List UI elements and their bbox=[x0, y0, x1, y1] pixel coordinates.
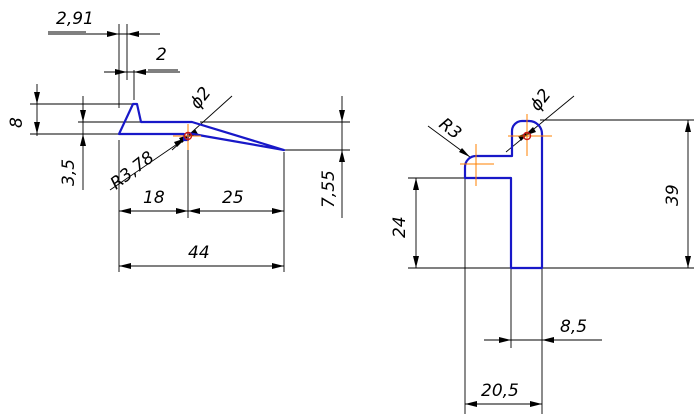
right-detail: 24 39 8,5 20,5 R3 bbox=[390, 85, 694, 414]
dim-39-label: 39 bbox=[663, 184, 683, 206]
dim-24: 24 bbox=[390, 178, 419, 268]
left-hole bbox=[173, 124, 201, 150]
dim-8-5-label: 8,5 bbox=[560, 317, 587, 337]
left-extension-lines bbox=[30, 24, 350, 272]
dim-r3: R3 bbox=[427, 114, 471, 158]
left-hole-circle bbox=[183, 131, 193, 141]
dim-7-55: 7,55 bbox=[319, 96, 345, 218]
dim-3-5: 3,5 bbox=[59, 96, 86, 190]
dim-24-label: 24 bbox=[390, 216, 410, 238]
dim-3-5-label: 3,5 bbox=[59, 159, 79, 186]
right-centers bbox=[460, 114, 552, 186]
right-extension-lines bbox=[408, 119, 694, 414]
left-detail: 2,91 2 8 3,5 R3,78 bbox=[7, 9, 350, 272]
dim-20-5-label: 20,5 bbox=[481, 381, 519, 401]
dim-25: 25 bbox=[188, 188, 284, 214]
dim-25-label: 25 bbox=[222, 188, 244, 208]
dim-2-91-label: 2,91 bbox=[56, 9, 94, 29]
dim-8-5: 8,5 bbox=[484, 317, 602, 343]
dim-20-5: 20,5 bbox=[465, 381, 542, 407]
dim-phi2-right: ϕ2 bbox=[505, 85, 575, 153]
dim-18-label: 18 bbox=[143, 188, 165, 208]
dim-phi2-right-label: ϕ2 bbox=[526, 85, 555, 115]
dim-7-55-label: 7,55 bbox=[319, 170, 339, 208]
right-profile bbox=[463, 119, 544, 270]
dim-8: 8 bbox=[7, 84, 40, 136]
dim-2: 2 bbox=[104, 45, 180, 75]
dim-44-label: 44 bbox=[188, 243, 210, 263]
dim-r378-label: R3,78 bbox=[107, 147, 159, 193]
dim-2-91: 2,91 bbox=[48, 9, 160, 37]
left-profile bbox=[117, 102, 286, 152]
dim-39: 39 bbox=[663, 120, 691, 268]
dim-8-label: 8 bbox=[7, 117, 27, 128]
right-hole-circle bbox=[522, 131, 532, 141]
dim-2-label: 2 bbox=[156, 45, 167, 65]
dim-r3-label: R3 bbox=[435, 114, 465, 144]
dim-44: 44 bbox=[119, 243, 284, 269]
dim-phi2-left-label: ϕ2 bbox=[186, 83, 215, 113]
dim-18: 18 bbox=[119, 188, 188, 214]
